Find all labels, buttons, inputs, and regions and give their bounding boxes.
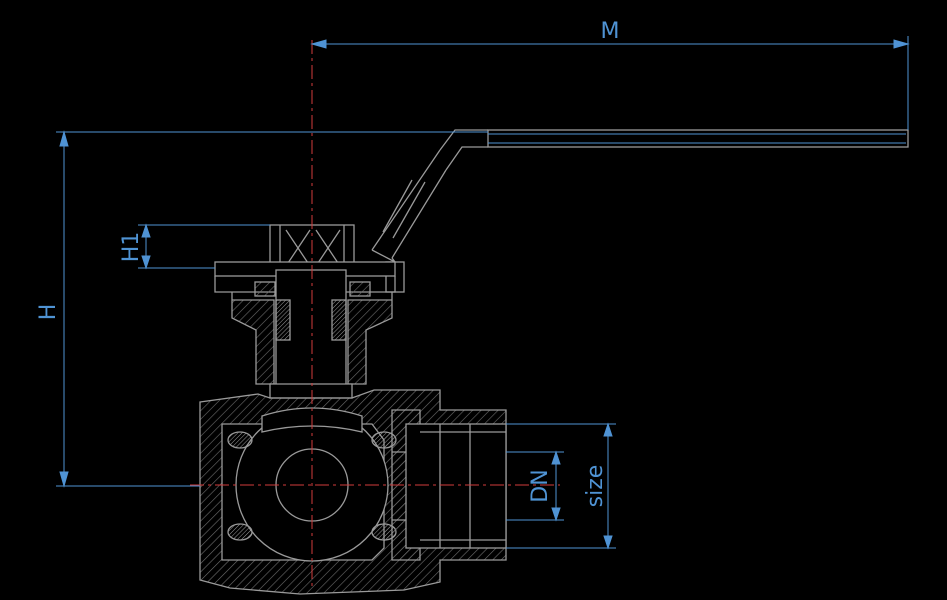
dimension-lines — [56, 36, 910, 550]
dimension-label-size: size — [583, 465, 608, 508]
dimension-label-m: M — [601, 19, 620, 44]
center-lines — [190, 40, 560, 590]
dimension-label-h: H — [36, 304, 61, 321]
valve-body — [199, 389, 507, 595]
stem-nut — [214, 224, 396, 297]
handle-lever — [371, 129, 909, 293]
dimension-label-h1: H1 — [119, 232, 144, 263]
dimension-label-dn: DN — [528, 469, 553, 502]
valve-neck — [231, 269, 393, 399]
